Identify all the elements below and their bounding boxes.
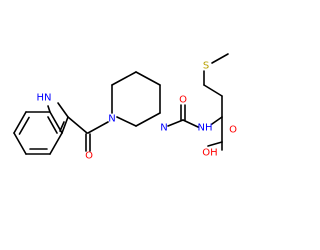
bond — [47, 105, 51, 113]
bond — [47, 116, 58, 134]
bond — [182, 119, 199, 128]
bonds — [13, 53, 229, 155]
bond — [207, 141, 223, 147]
atom-amide-nh: NH — [198, 123, 213, 134]
bond — [13, 132, 27, 155]
atom-acid-o: O — [229, 125, 237, 136]
bond — [67, 116, 88, 134]
atom-piperazine-n1: N — [108, 114, 115, 125]
atom-thioether-s: S — [203, 61, 209, 72]
bond — [135, 112, 161, 127]
bond — [87, 121, 109, 134]
atom-acid-oh: OH — [202, 148, 217, 159]
molecule-canvas: HN O N N O NH O OH S — [13, 53, 238, 162]
structure-diagram: HN O N N O NH O OH S — [13, 53, 238, 162]
atom-urea-o: O — [179, 95, 187, 106]
bond — [18, 116, 30, 135]
bond — [59, 121, 65, 132]
atom-ketone-o: O — [85, 151, 93, 162]
bond — [13, 111, 27, 134]
atom-piperazine-n2: N — [160, 123, 167, 134]
atom-indole-nh: HN — [37, 93, 52, 104]
bond — [61, 116, 69, 134]
bond — [57, 102, 69, 118]
bond — [203, 84, 223, 97]
bond — [167, 119, 184, 127]
bond — [111, 71, 137, 86]
bond — [211, 116, 223, 125]
bond — [49, 132, 63, 155]
atom-labels: HN O N N O NH O OH S — [37, 61, 238, 162]
bond — [135, 71, 161, 86]
bond — [211, 53, 229, 64]
bond — [116, 116, 137, 127]
